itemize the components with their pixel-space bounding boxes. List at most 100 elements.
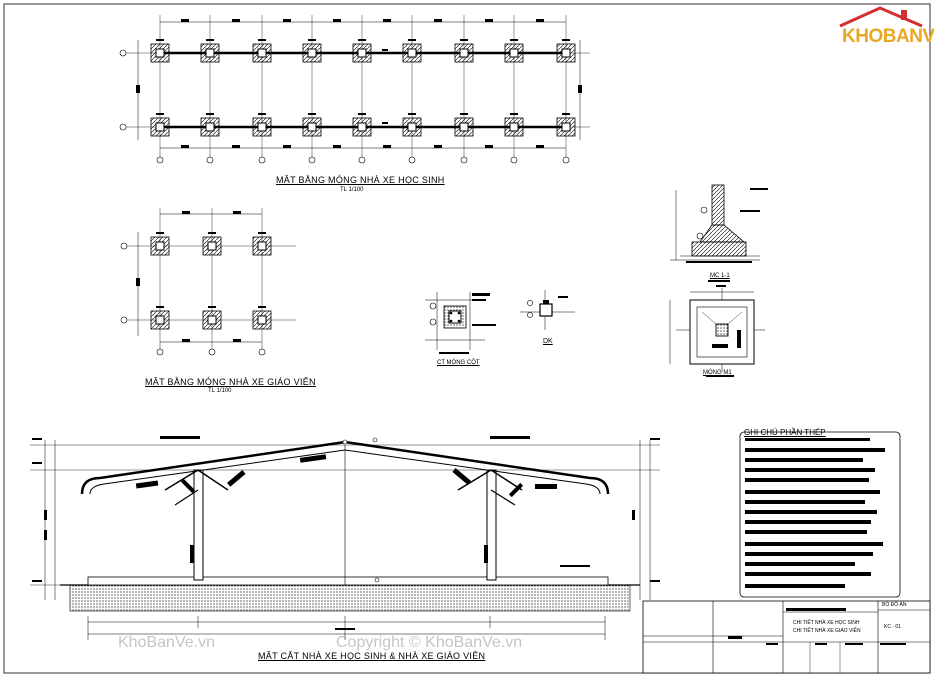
title-block-label-right: KC - 01: [884, 624, 901, 630]
dimension-tag: [233, 339, 241, 342]
title-block-line2: CHI TIẾT NHÀ XE GIÁO VIÊN: [793, 628, 861, 634]
footing-label: [562, 39, 570, 41]
section-1-1-title: MC 1-1: [710, 273, 730, 279]
teacher-foundation-plan: [120, 208, 296, 356]
dimension-tag: [485, 145, 493, 148]
column-detail: [425, 292, 496, 354]
column-stub: [155, 122, 165, 132]
steel-notes-title: GHI CHÚ PHẦN THÉP: [744, 428, 826, 437]
footing-m1-title: MÓNG M1: [703, 370, 732, 376]
footing-label: [308, 113, 316, 115]
footing-label: [156, 113, 164, 115]
footing-label: [408, 39, 416, 41]
column-stub: [459, 48, 469, 58]
dimension-tag: [434, 145, 442, 148]
column-stub: [155, 315, 165, 325]
grid-axis-marker: [308, 156, 316, 164]
grid-axis-marker: [510, 156, 518, 164]
dimension-tag: [283, 145, 291, 148]
dimension-tag: [333, 145, 341, 148]
grid-axis-marker: [156, 156, 164, 164]
column-stub: [307, 48, 317, 58]
column-detail-title: CT MÓNG CỘT: [437, 360, 480, 366]
sheet-border: [3, 3, 931, 674]
grid-axis-marker: [119, 49, 127, 57]
footing-label: [208, 306, 216, 308]
footing-label: [562, 113, 570, 115]
footing-label: [460, 113, 468, 115]
dimension-tag: [333, 19, 341, 22]
grid-axis-marker: [258, 348, 266, 356]
steel-notes-box: [739, 431, 901, 598]
grid-axis-marker: [206, 156, 214, 164]
footing-label: [460, 39, 468, 41]
dimension-tag: [181, 19, 189, 22]
dk-detail-title: DK: [543, 338, 553, 345]
column-stub: [205, 122, 215, 132]
column-stub: [257, 315, 267, 325]
footing-label: [358, 113, 366, 115]
column-stub: [207, 241, 217, 251]
column-stub: [561, 122, 571, 132]
dimension-tag: [182, 339, 190, 342]
dimension-tag: [232, 145, 240, 148]
column-stub: [509, 48, 519, 58]
footing-label: [206, 113, 214, 115]
title-block-line1: CHI TIẾT NHÀ XE HỌC SINH: [793, 620, 860, 626]
footing-label: [156, 306, 164, 308]
grid-axis-marker: [120, 242, 128, 250]
grid-axis-marker: [358, 156, 366, 164]
grid-axis-marker: [119, 123, 127, 131]
footing-label: [308, 39, 316, 41]
dimension-tag: [383, 19, 391, 22]
main-cross-section: [30, 436, 660, 640]
column-stub: [407, 122, 417, 132]
dk-detail: [520, 290, 575, 330]
title-block-label-top: BỘ ĐỒ ÁN: [882, 602, 907, 608]
grid-axis-marker: [208, 348, 216, 356]
main-section-title: MẶT CẮT NHÀ XE HỌC SINH & NHÀ XE GIÁO VI…: [258, 651, 486, 661]
dimension-tag: [434, 19, 442, 22]
footing-label: [208, 232, 216, 234]
student-plan-title: MẶT BẰNG MÓNG NHÀ XE HỌC SINH: [276, 175, 445, 185]
column-stub: [357, 122, 367, 132]
dimension-tag: [232, 19, 240, 22]
footing-label: [156, 232, 164, 234]
student-plan-scale: TL 1/100: [340, 187, 364, 193]
column-stub: [207, 315, 217, 325]
footing-label: [156, 39, 164, 41]
footing-label: [408, 113, 416, 115]
teacher-plan-scale: TL 1/100: [208, 388, 232, 394]
dimension-tag: [536, 19, 544, 22]
dimension-tag: [181, 145, 189, 148]
section-1-1: [670, 184, 768, 282]
footing-label: [358, 39, 366, 41]
dimension-tag: [233, 211, 241, 214]
dimension-tag: [485, 19, 493, 22]
grid-axis-marker: [408, 156, 416, 164]
column-stub: [257, 122, 267, 132]
footing-label: [510, 113, 518, 115]
footing-m1-plan: [669, 285, 765, 377]
dimension-tag: [283, 19, 291, 22]
footing-label: [258, 113, 266, 115]
grid-axis-marker: [120, 316, 128, 324]
footing-label: [510, 39, 518, 41]
watermark-center: Copyright © KhoBanVe.vn: [336, 634, 523, 651]
grid-axis-marker: [156, 348, 164, 356]
column-stub: [257, 241, 267, 251]
column-stub: [155, 241, 165, 251]
student-foundation-plan: [119, 15, 590, 164]
column-stub: [509, 122, 519, 132]
grid-axis-marker: [460, 156, 468, 164]
column-stub: [357, 48, 367, 58]
footing-label: [258, 39, 266, 41]
logo-roof-icon: [839, 6, 923, 28]
footing-label: [258, 232, 266, 234]
site-logo[interactable]: KHOBANVE: [842, 26, 934, 47]
dimension-tag: [383, 145, 391, 148]
column-stub: [307, 122, 317, 132]
grid-axis-marker: [562, 156, 570, 164]
grid-axis-marker: [258, 156, 266, 164]
